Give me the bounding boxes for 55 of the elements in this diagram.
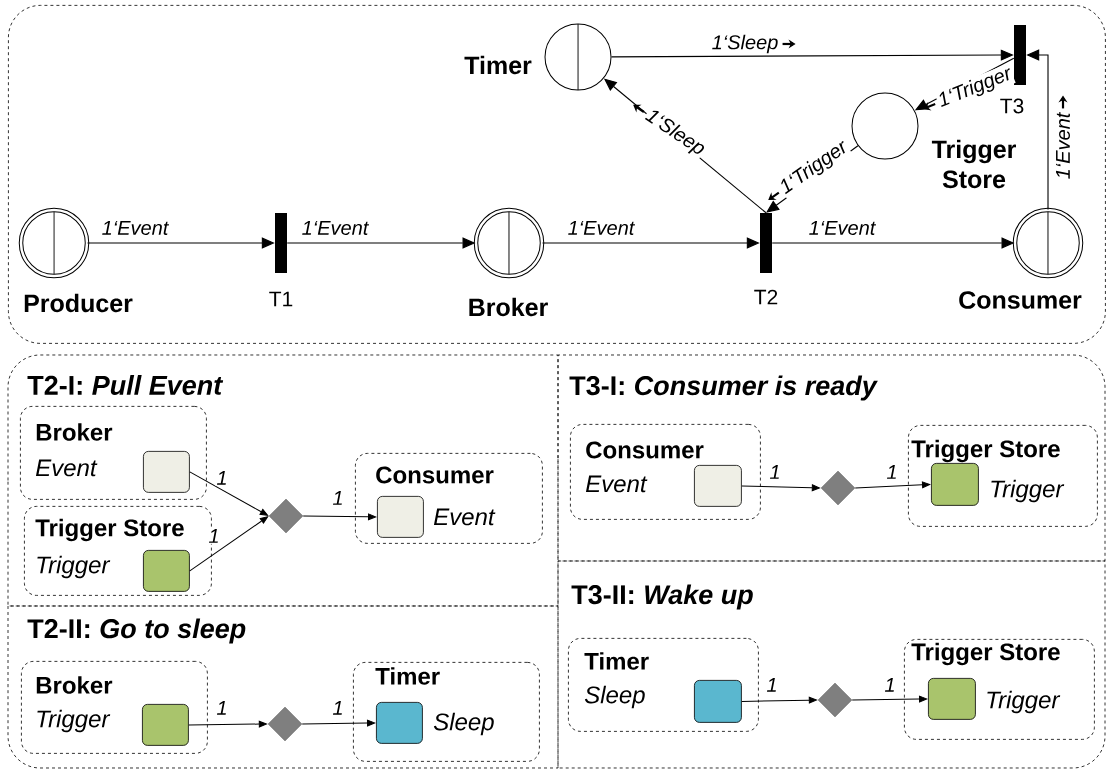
- place-box: Trigger Store Trigger: [904, 639, 1095, 740]
- transition-diamond: [817, 682, 853, 718]
- node-label: T2: [754, 289, 778, 305]
- node-label: Timer: [464, 55, 532, 75]
- node-label: Trigger Store: [931, 139, 1017, 189]
- arc-label: 1: [765, 677, 779, 693]
- token-square: [143, 451, 190, 493]
- token-square: [143, 550, 190, 592]
- token-square: [694, 465, 742, 507]
- node-label: T1: [269, 291, 293, 307]
- arc-label: 1: [331, 490, 345, 506]
- arc-label: 1‘Event: [566, 220, 636, 236]
- transition-diamond: [267, 706, 303, 742]
- node-label: Consumer: [959, 291, 1082, 309]
- token-square: [377, 496, 424, 538]
- token-square: [928, 678, 976, 720]
- arc-arrow: [741, 696, 817, 704]
- arc-label: 1: [885, 464, 899, 480]
- place-box: Consumer Event: [355, 453, 543, 544]
- arc-arrow: [851, 695, 928, 703]
- place-box: Broker Trigger: [21, 661, 208, 754]
- place-box: Consumer Event: [570, 424, 761, 520]
- arc-label: 1: [207, 528, 221, 544]
- arc-arrow: [189, 471, 269, 516]
- arc-label: 1: [215, 470, 229, 486]
- arc-label: 1‘Event: [100, 220, 170, 236]
- token-square: [694, 680, 742, 723]
- arc-label: 1‘Event: [1055, 111, 1071, 181]
- transition-diamond: [820, 470, 856, 506]
- panel-frame: [8, 5, 1106, 344]
- transition-diamond: [268, 498, 304, 534]
- arc-arrow: [302, 513, 377, 521]
- place-box: Trigger Store Trigger: [908, 425, 1098, 527]
- arc-label: 1: [768, 464, 782, 480]
- node-label: Producer: [24, 293, 133, 313]
- arc-label: 1‘Sleep: [710, 33, 780, 55]
- place-box: Broker Event: [20, 406, 207, 500]
- arc-label: 1‘Event: [807, 220, 877, 236]
- arc-arrow: [188, 720, 267, 728]
- transition-bar: T2: [754, 213, 778, 305]
- transition-bar: T1: [269, 213, 293, 307]
- place-box: Timer Sleep: [353, 662, 540, 762]
- arc-arrow: [854, 481, 931, 489]
- arc-arrow: [741, 484, 820, 492]
- arc-arrow: [189, 516, 269, 572]
- token-square: [142, 704, 189, 746]
- arc-arrow: [301, 719, 376, 727]
- token-square: [376, 702, 423, 744]
- arc-label: 1‘Event: [300, 220, 370, 236]
- node-label: Broker: [469, 297, 548, 317]
- token-square: [931, 463, 979, 506]
- arc-label: 1: [331, 700, 345, 716]
- place-box: Timer Sleep: [568, 638, 759, 732]
- arc-label: 1: [883, 677, 897, 693]
- arc-label: 1: [215, 700, 229, 716]
